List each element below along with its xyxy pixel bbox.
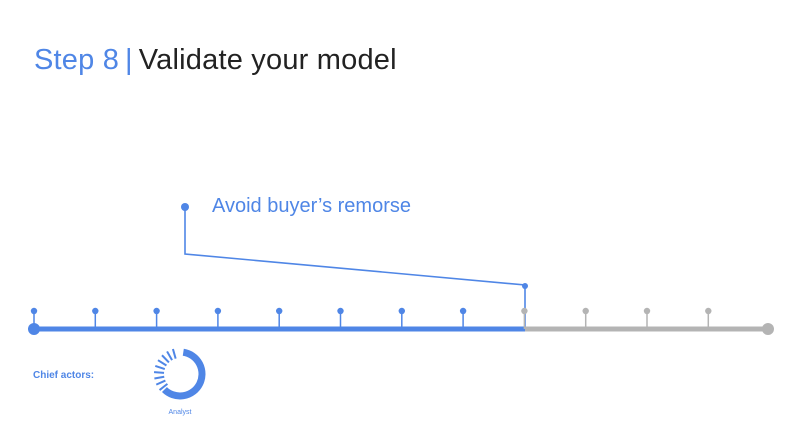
timeline-tick-dot (214, 307, 222, 315)
donut-dash (157, 359, 167, 367)
timeline-tick-dot (521, 307, 528, 315)
actor-name: Analyst (168, 409, 192, 416)
step-title: Validate your model (138, 44, 397, 76)
donut-dash (166, 350, 173, 361)
donut-dash (153, 371, 165, 374)
timeline-tick-dot (459, 307, 467, 315)
page-title: Step 8|Validate your model (34, 40, 397, 80)
donut-dash (171, 348, 177, 359)
timeline-ticks (30, 307, 712, 329)
donut-solid-arc (161, 348, 206, 400)
title-separator: | (125, 44, 133, 76)
donut-dash (155, 379, 166, 386)
timeline-tick-dot (582, 307, 589, 315)
timeline-tick-dot (276, 307, 283, 315)
donut-dash (154, 375, 165, 380)
step-number: Step 8 (34, 44, 120, 76)
timeline-tick-dot (153, 307, 160, 315)
timeline-tick-dot (705, 307, 712, 315)
timeline-tick-dot (92, 307, 99, 315)
connector-joint-dot (522, 283, 528, 289)
timeline-tick-dot (30, 307, 38, 315)
donut-dash (161, 354, 170, 364)
chief-actors-label: Chief actors: (33, 370, 95, 381)
callout-text: Avoid buyer’s remorse (212, 195, 411, 217)
analyst-donut-icon (153, 348, 206, 400)
donut-dash (158, 383, 169, 391)
timeline-tick-dot (398, 307, 405, 315)
timeline-tick-dot (337, 307, 344, 315)
callout-connector (184, 207, 526, 329)
timeline-tick-dot (643, 307, 651, 315)
donut-dash (154, 364, 166, 370)
callout-dot (181, 203, 189, 211)
donut-dashes (153, 348, 177, 391)
timeline-end-dot (762, 323, 774, 335)
